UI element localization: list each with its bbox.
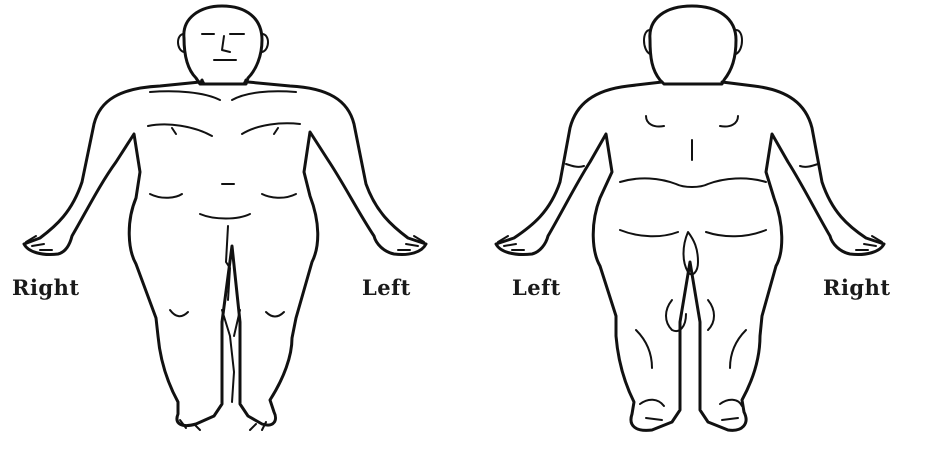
front-left-label: Left — [362, 275, 411, 300]
back-right-label: Right — [823, 275, 891, 300]
front-body-outline — [24, 80, 426, 426]
back-body-outline — [496, 82, 884, 430]
front-body-figure — [24, 6, 426, 430]
back-body-figure — [496, 6, 884, 430]
back-left-label: Left — [512, 275, 561, 300]
front-right-label: Right — [12, 275, 80, 300]
back-head — [650, 6, 736, 84]
